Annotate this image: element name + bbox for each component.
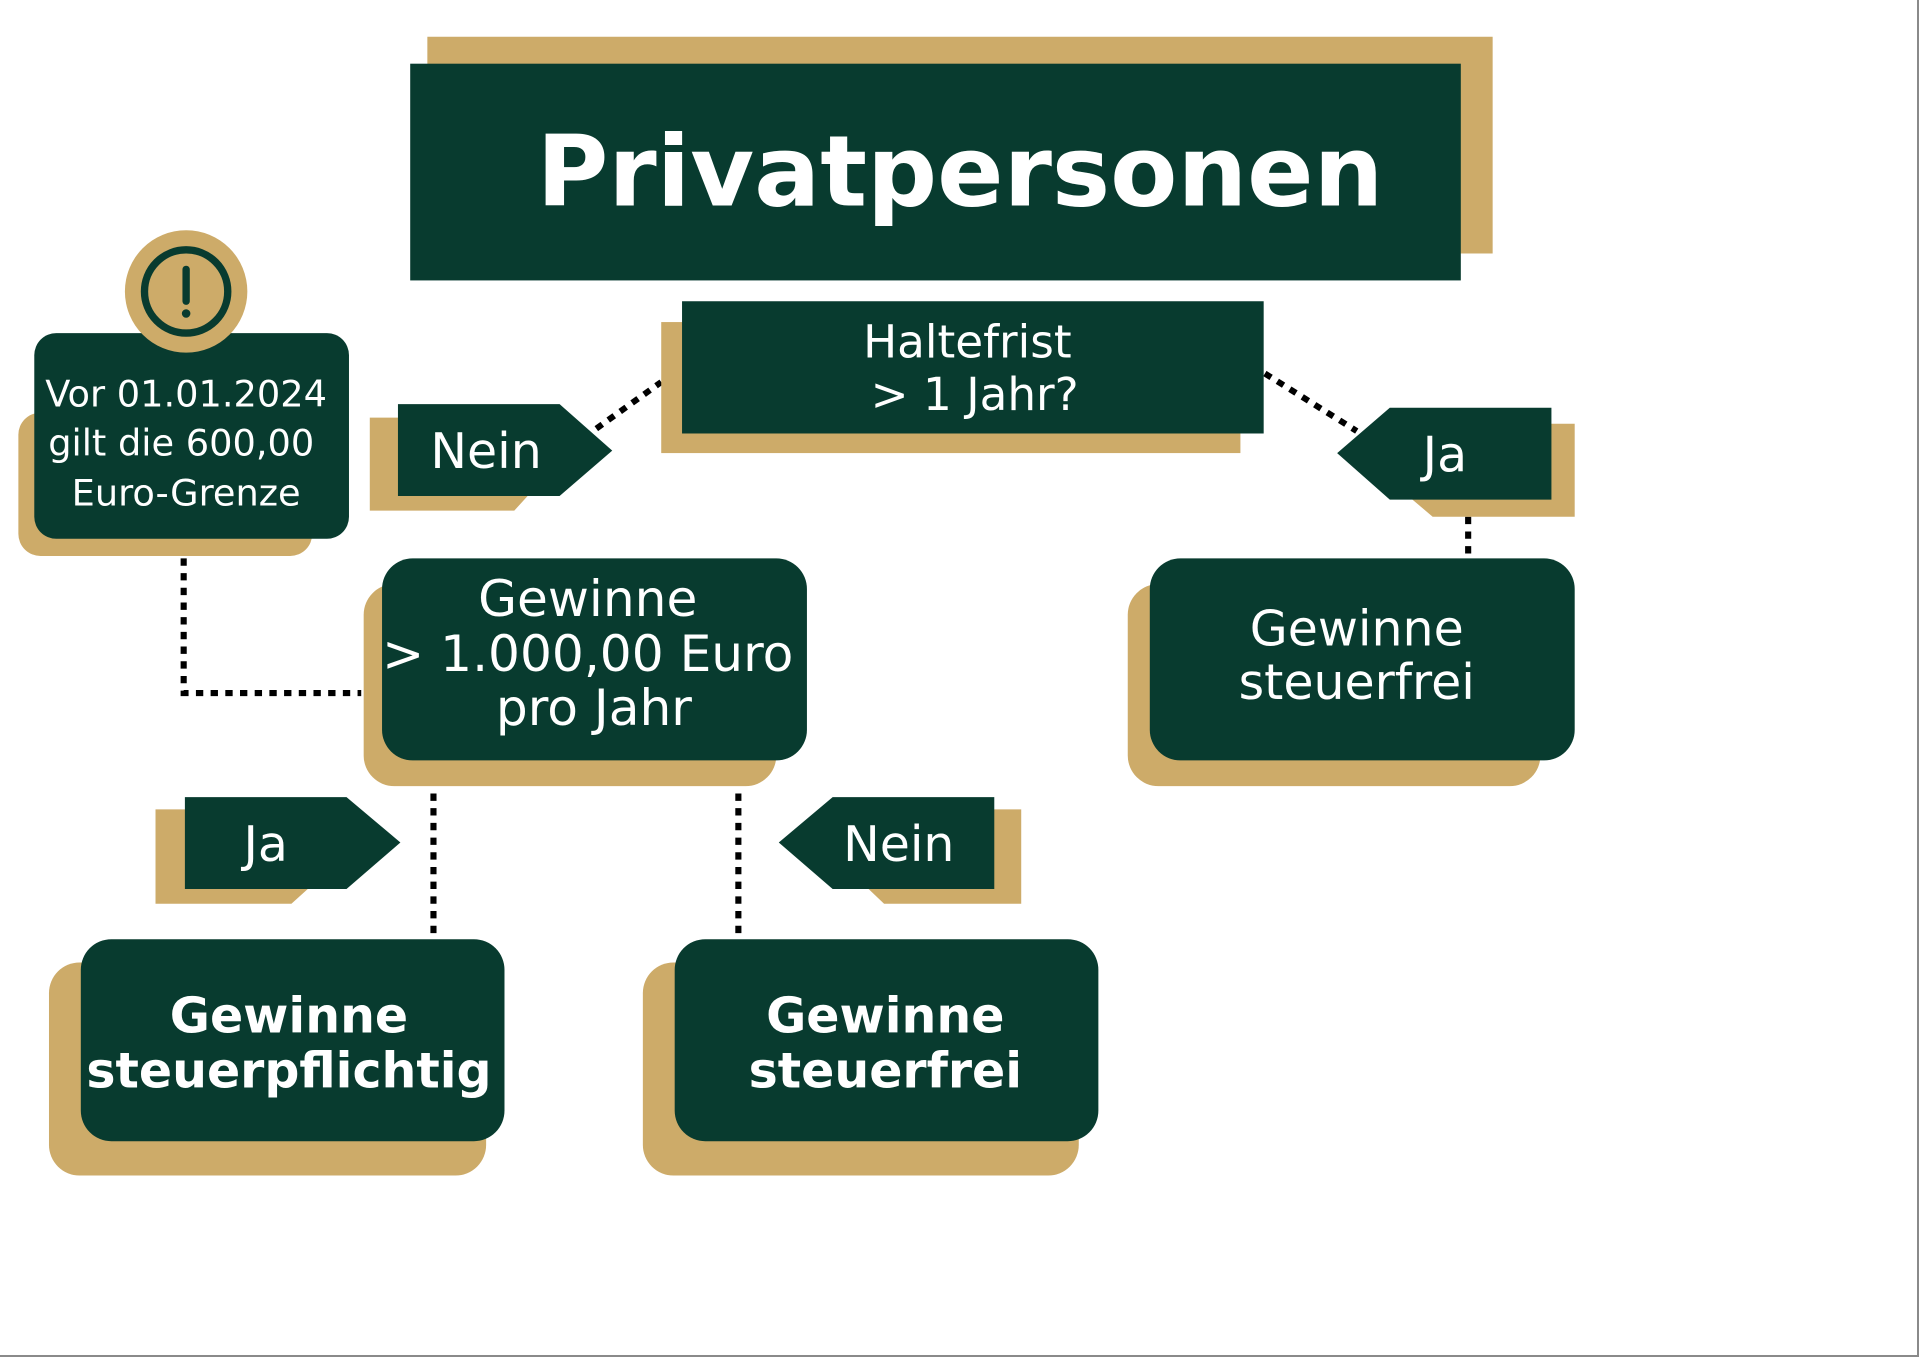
page-title: Privatpersonen — [537, 116, 1384, 230]
tag-yes-top: Ja — [1337, 407, 1575, 517]
tag-yes-bottom: Ja — [155, 797, 401, 904]
result-taxable-line-1: Gewinne — [170, 987, 408, 1044]
result-taxable-line-2: steuerpflichtig — [86, 1042, 491, 1099]
result-tax-free-right: Gewinne steuerfrei — [1127, 558, 1575, 787]
connectors — [180, 370, 1472, 938]
connector-haltefrist-nein — [594, 379, 664, 432]
question-gains-line-2: > 1.000,00 Euro — [382, 624, 793, 683]
result-tax-free-right-line-2: steuerfrei — [1239, 654, 1475, 711]
question-holding-line-1: Haltefrist — [863, 316, 1072, 369]
tag-no-top-label: Nein — [430, 423, 541, 480]
question-holding-line-2: > 1 Jahr? — [871, 368, 1079, 421]
result-tax-free-bottom-line-2: steuerfrei — [749, 1042, 1022, 1099]
tag-no-bottom-label: Nein — [843, 816, 954, 873]
result-tax-free-bottom: Gewinne steuerfrei — [642, 939, 1099, 1176]
question-gains-line-3: pro Jahr — [496, 678, 692, 737]
tag-no-top: Nein — [369, 404, 613, 511]
question-holding-period: Haltefrist > 1 Jahr? — [661, 301, 1264, 454]
note-line-2: gilt die 600,00 — [48, 422, 314, 465]
note-line-3: Euro-Grenze — [72, 472, 301, 515]
result-tax-free-bottom-line-1: Gewinne — [766, 987, 1004, 1044]
connector-haltefrist-ja — [1263, 370, 1359, 434]
tag-no-bottom: Nein — [778, 797, 1022, 904]
exclamation-circle-icon — [124, 230, 248, 353]
connector-note-gains — [180, 558, 362, 697]
result-taxable: Gewinne steuerpflichtig — [48, 939, 505, 1176]
result-tax-free-right-line-1: Gewinne — [1250, 600, 1464, 657]
question-gains: Gewinne > 1.000,00 Euro pro Jahr — [363, 558, 807, 787]
title-banner: Privatpersonen — [410, 36, 1493, 281]
question-gains-line-1: Gewinne — [478, 569, 697, 628]
tag-yes-bottom-label: Ja — [240, 816, 287, 873]
tag-yes-top-label: Ja — [1420, 426, 1467, 483]
note-line-1: Vor 01.01.2024 — [45, 373, 327, 416]
note-box: Vor 01.01.2024 gilt die 600,00 Euro-Gren… — [18, 333, 349, 556]
